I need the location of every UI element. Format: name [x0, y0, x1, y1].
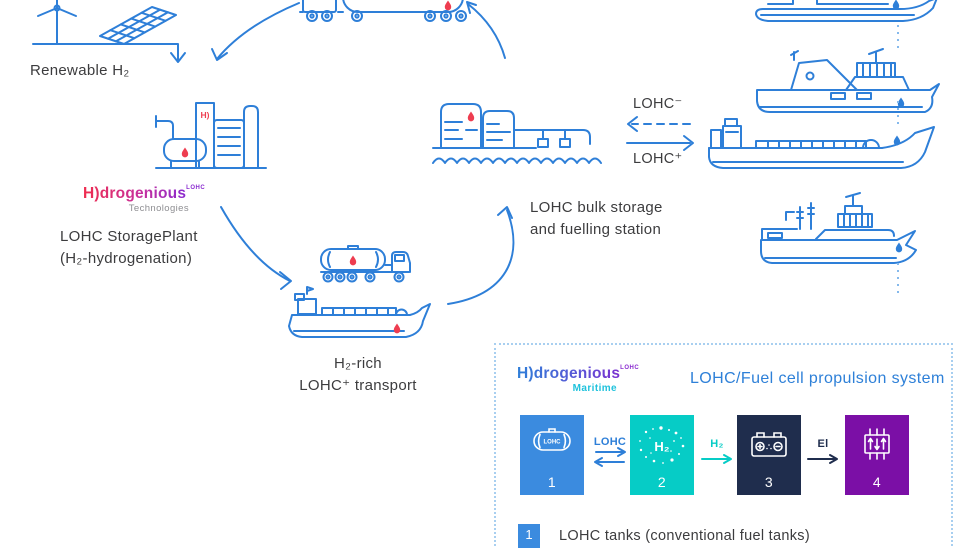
lohc-plus-ship-icon: [288, 286, 431, 338]
ship-3-icon: [708, 118, 935, 169]
box-number: 2: [657, 474, 667, 490]
propulsion-box-power-electronics: 4: [845, 415, 909, 495]
box-number: 1: [547, 474, 557, 490]
flow-el-label: El: [817, 438, 829, 450]
bulk-storage-icon: [432, 103, 602, 164]
lohc-minus-label: LOHC⁻: [633, 96, 683, 112]
h2-symbol-text: H₂: [654, 439, 669, 454]
lohc-plus-label: LOHC⁺: [633, 151, 683, 167]
ship-2-icon: [756, 48, 940, 113]
maritime-logo-wordmark: H)drogenious: [517, 365, 621, 382]
plant-tower-h2-mark: H): [201, 110, 210, 120]
cycle-arrows: [211, 1, 515, 305]
power-electronics-icon: [845, 427, 909, 461]
hydrogenious-technologies-logo: H)drogeniousLOHC Technologies: [83, 185, 206, 214]
storage-plant-icon: H): [155, 102, 267, 169]
legend-number-badge: 1: [518, 524, 540, 548]
bulk-storage-label: LOHC bulk storage and fuelling station: [530, 197, 663, 241]
propulsion-box-lohc-tank: LOHC 1: [520, 415, 584, 495]
transport-label-line1: H₂-rich: [334, 355, 382, 372]
ship-1-icon: [755, 0, 938, 22]
storage-plant-label-line2: (H₂-hydrogenation): [60, 250, 193, 267]
propulsion-system-panel: [494, 343, 953, 548]
exchange-arrows: [626, 116, 694, 151]
storage-plant-label: LOHC StoragePlant (H₂-hydrogenation): [60, 226, 198, 270]
maritime-division-label: Maritime: [572, 383, 617, 394]
water-waves: [432, 157, 602, 164]
fuel-cell-battery-icon: [737, 429, 801, 459]
box-number: 4: [872, 474, 882, 490]
flow-lohc-double-arrow: [594, 447, 626, 467]
h2-rich-transport-label: H₂-rich LOHC⁺ transport: [268, 353, 448, 397]
transport-label-line2: LOHC⁺ transport: [299, 377, 417, 394]
tank-icon-lohc-text: LOHC: [544, 440, 562, 446]
box-number: 3: [764, 474, 774, 490]
maritime-logo-lohc-superscript: LOHC: [620, 365, 640, 371]
lohc-tank-icon: LOHC: [520, 425, 584, 453]
propulsion-system-title: LOHC/Fuel cell propulsion system: [690, 370, 945, 387]
flow-h2-label: H₂: [710, 438, 724, 450]
legend-text: LOHC tanks (conventional fuel tanks): [559, 528, 810, 544]
renewable-h2-label: Renewable H₂: [30, 62, 130, 79]
flow-lohc-label: LOHC: [593, 436, 627, 448]
renewable-energy-icon: [32, 0, 186, 63]
bulk-storage-label-line2: and fuelling station: [530, 221, 662, 238]
logo-wordmark: H)drogenious: [83, 185, 187, 202]
logo-lohc-superscript: LOHC: [186, 185, 206, 191]
hydrogenious-maritime-logo: H)drogeniousLOHC Maritime: [517, 365, 639, 394]
lohc-plus-truck-icon: [320, 245, 411, 283]
bulk-storage-label-line1: LOHC bulk storage: [530, 199, 663, 216]
propulsion-box-h2-release: H₂ 2: [630, 415, 694, 495]
ship-4-icon: [760, 192, 917, 264]
storage-plant-label-line1: LOHC StoragePlant: [60, 228, 198, 245]
lohc-minus-truck-icon: [299, 0, 467, 22]
propulsion-box-fuel-cell: 3: [737, 415, 801, 495]
arrow-down-head: [170, 52, 186, 63]
flow-el-arrow: [807, 454, 838, 464]
logo-division-label: Technologies: [128, 203, 189, 214]
h2-molecules-icon: H₂: [630, 425, 694, 467]
flow-h2-arrow: [701, 454, 732, 464]
